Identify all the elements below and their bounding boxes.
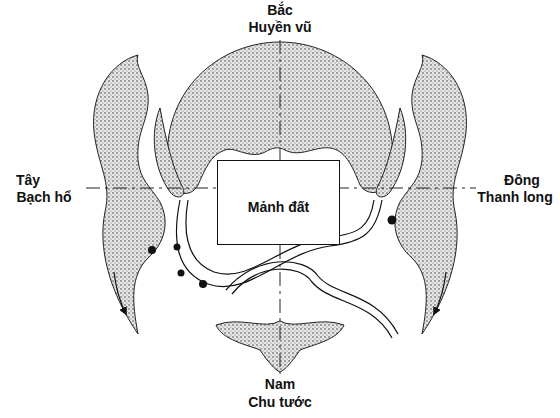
guardian-label: Chu tước xyxy=(248,394,312,410)
direction-label: Tây xyxy=(16,172,40,188)
direction-label: Nam xyxy=(265,376,295,392)
west-mountain xyxy=(94,55,184,334)
axis-line xyxy=(86,40,476,374)
plot-label: Mảnh đất xyxy=(218,199,339,215)
direction-label: Đông xyxy=(504,172,540,188)
direction-label: Bắc xyxy=(267,2,293,18)
guardian-label: Huyền vũ xyxy=(248,19,311,35)
guardian-label: Thanh long xyxy=(477,189,552,205)
land-plot-box: Mảnh đất xyxy=(217,160,340,245)
east-mountain xyxy=(376,55,466,334)
guardian-label: Bạch hổ xyxy=(16,189,71,205)
flow-arrow xyxy=(114,272,446,314)
